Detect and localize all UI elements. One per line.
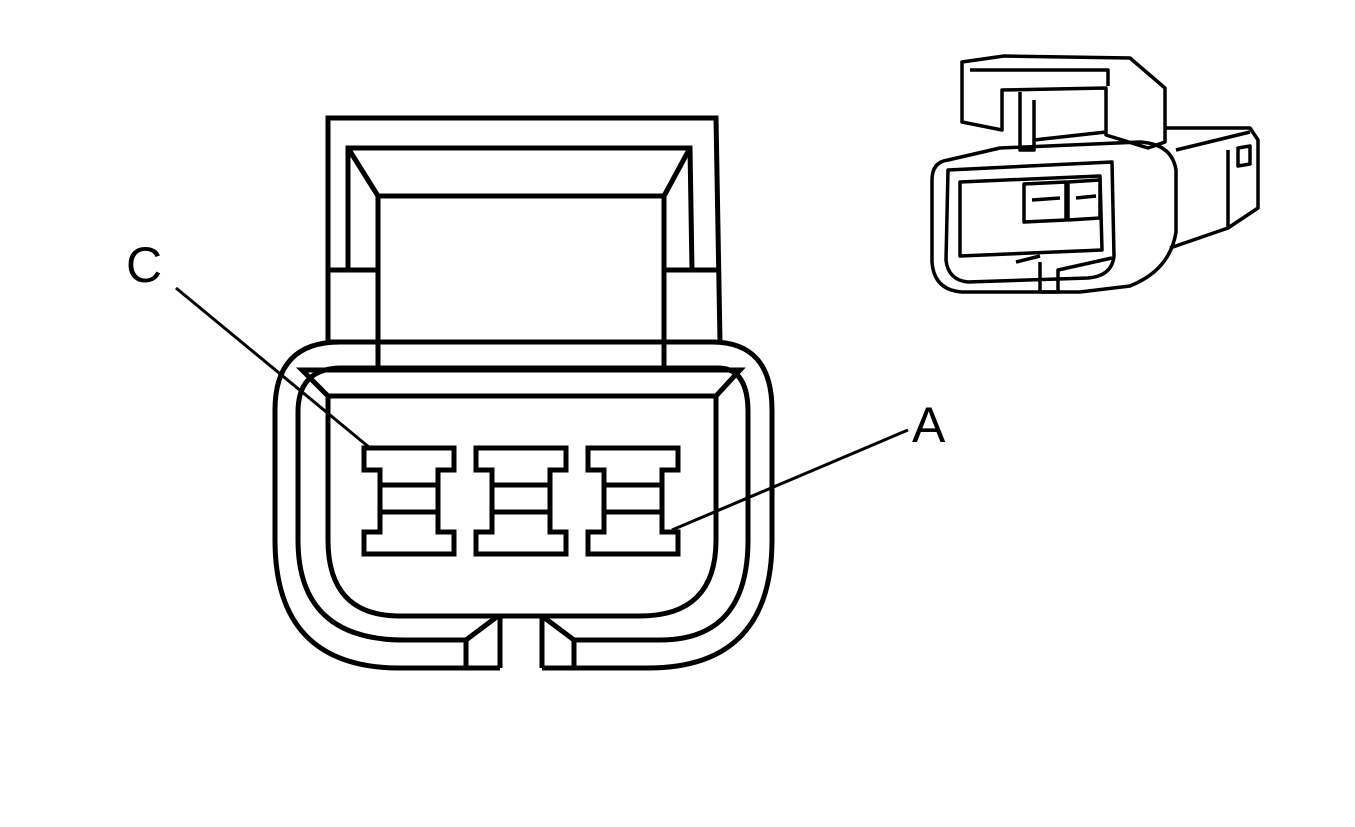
connector-isometric-view — [930, 54, 1260, 294]
locking-tab — [325, 115, 723, 368]
housing-outer — [272, 339, 775, 671]
housing-inner-ring — [295, 365, 751, 643]
terminal-cavity-a — [585, 445, 681, 557]
pin-label-c: C — [126, 237, 162, 293]
key-slot — [463, 613, 577, 668]
pin-label-a: A — [912, 397, 946, 453]
face-cavity — [295, 367, 746, 619]
terminal-cavity-c — [361, 445, 457, 557]
terminal-cavities — [361, 445, 681, 557]
leader-line-c — [175, 286, 371, 450]
connector-face-view: C A — [126, 115, 946, 671]
leader-line-a — [671, 428, 909, 532]
terminal-cavity-b — [473, 445, 569, 557]
